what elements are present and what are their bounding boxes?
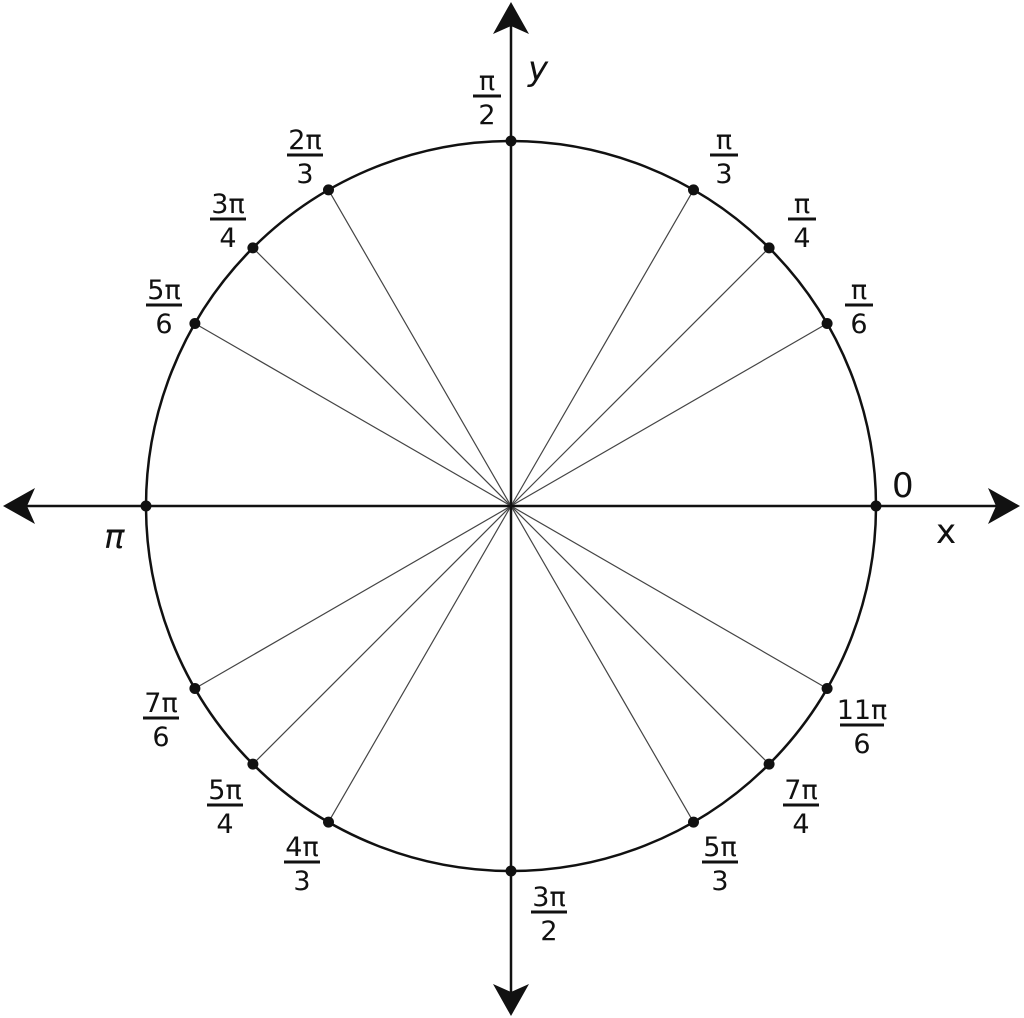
angle-point: [140, 500, 152, 512]
angle-point: [247, 242, 259, 254]
fraction-denominator: 2: [540, 916, 557, 947]
fraction-numerator: π: [479, 66, 495, 97]
fraction-denominator: 4: [219, 223, 236, 254]
fraction-numerator: 7π: [144, 688, 177, 719]
fraction-label: 5π4: [207, 775, 243, 840]
fraction-numerator: 5π: [147, 275, 180, 306]
y-axis-down-arrow-icon: [493, 984, 529, 1016]
fraction-label: 5π6: [146, 275, 182, 340]
fraction-label: 4π3: [284, 832, 320, 897]
angle-point: [323, 184, 334, 196]
angle-rays: [194, 189, 828, 823]
angle-point: [763, 242, 775, 254]
fraction-label: π2: [473, 66, 501, 131]
fraction-numerator: 4π: [285, 832, 318, 863]
angle-point: [821, 318, 833, 329]
fraction-label: 5π3: [702, 832, 738, 897]
fraction-denominator: 3: [296, 159, 313, 190]
fraction-label: 7π6: [143, 688, 179, 753]
fraction-numerator: 2π: [288, 125, 321, 156]
fraction-numerator: 5π: [703, 832, 736, 863]
zero-label: 0: [892, 466, 914, 506]
fraction-numerator: 7π: [784, 775, 817, 806]
fraction-denominator: 4: [216, 809, 233, 840]
fraction-denominator: 3: [293, 866, 310, 897]
x-axis-left-arrow-icon: [3, 488, 35, 524]
angle-point: [870, 500, 882, 512]
fraction-label: 3π2: [531, 882, 567, 947]
fraction-denominator: 6: [155, 309, 172, 340]
ray-line: [327, 505, 512, 823]
fraction-label: 3π4: [210, 189, 246, 254]
fraction-denominator: 4: [793, 223, 810, 254]
ray-line: [510, 247, 770, 507]
fraction-numerator: π: [716, 125, 732, 156]
angle-point: [505, 135, 517, 147]
ray-line: [194, 505, 512, 690]
ray-line: [510, 322, 828, 507]
fraction-label: π4: [788, 189, 816, 254]
fraction-numerator: π: [851, 275, 867, 306]
fraction-numerator: 11π: [837, 695, 888, 726]
fraction-label: 2π3: [287, 125, 323, 190]
y-axis-label: y: [527, 49, 549, 89]
angle-point: [821, 683, 833, 694]
ray-line: [252, 247, 512, 507]
fraction-denominator: 3: [715, 159, 732, 190]
ray-line: [510, 505, 828, 690]
pi-label: π: [104, 517, 125, 557]
fraction-label: π3: [710, 125, 738, 190]
x-axis-right-arrow-icon: [988, 488, 1020, 524]
angle-point: [189, 318, 201, 329]
angle-point: [323, 816, 334, 828]
fraction-denominator: 6: [152, 722, 169, 753]
angle-point: [247, 758, 259, 770]
angle-point: [505, 865, 517, 877]
fraction-denominator: 6: [853, 729, 870, 760]
fraction-label: π6: [845, 275, 873, 340]
ray-line: [510, 505, 695, 823]
angle-point: [763, 758, 775, 770]
axes: [3, 2, 1020, 1016]
angle-point: [688, 184, 699, 196]
fraction-numerator: 3π: [532, 882, 565, 913]
fraction-numerator: 3π: [211, 189, 244, 220]
fraction-denominator: 3: [711, 866, 728, 897]
angle-points: [140, 135, 882, 877]
angle-point: [688, 816, 699, 828]
fraction-numerator: 5π: [208, 775, 241, 806]
angle-point: [189, 683, 201, 694]
ray-line: [194, 322, 512, 507]
ray-line: [252, 505, 512, 765]
fraction-label: 7π4: [783, 775, 819, 840]
ray-line: [510, 505, 770, 765]
ray-line: [510, 189, 695, 507]
fraction-denominator: 6: [850, 309, 867, 340]
y-axis-up-arrow-icon: [493, 2, 529, 34]
fraction-numerator: π: [794, 189, 810, 220]
ray-line: [327, 189, 512, 507]
fraction-denominator: 4: [792, 809, 809, 840]
fraction-denominator: 2: [478, 100, 495, 131]
x-axis-label: x: [936, 512, 956, 552]
